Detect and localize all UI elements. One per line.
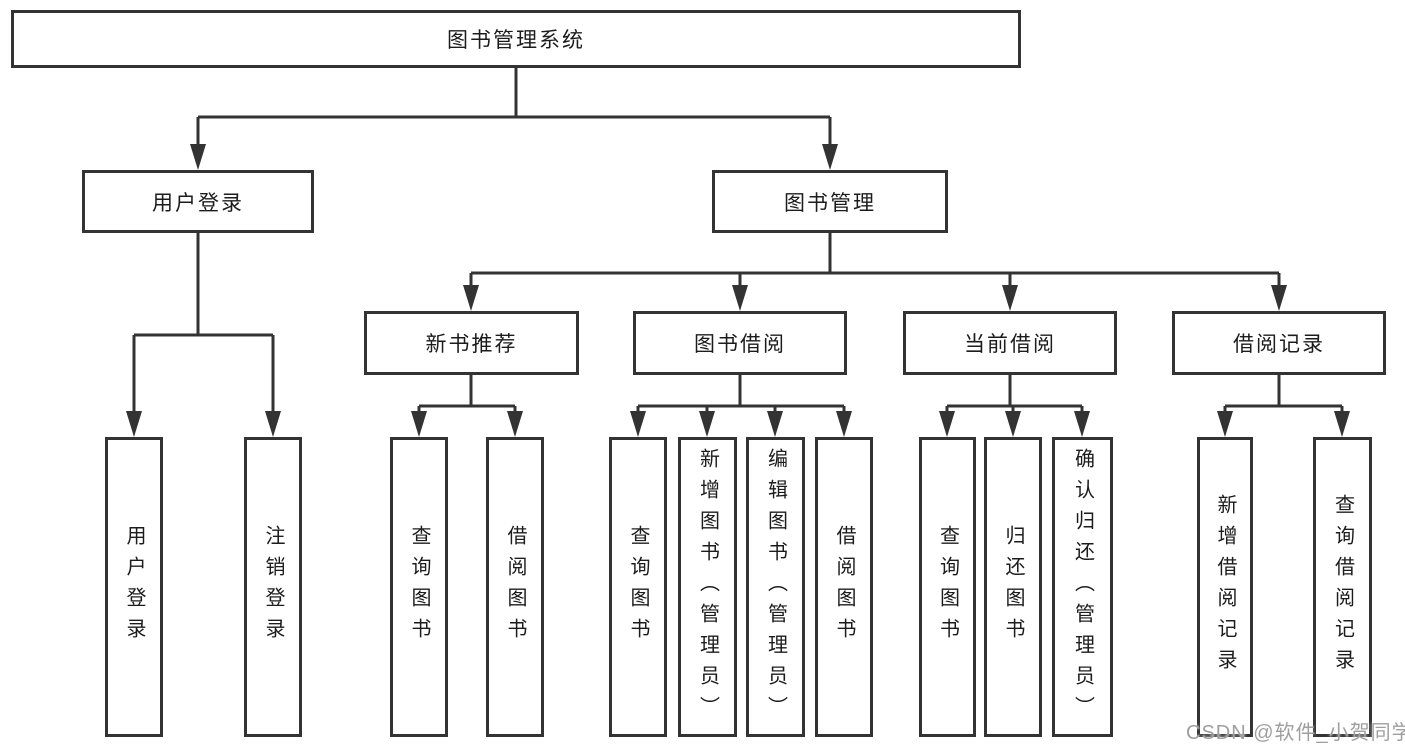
arrow-down-icon [1005,411,1021,437]
node-label: 确认归还（管理员） [1071,447,1094,727]
arrow-down-icon [265,411,281,437]
arrow-down-icon [1002,285,1018,311]
leaf-borrowing-edit-books-admin: 编辑图书（管理员） [746,437,805,737]
node-label: 查询图书 [627,525,649,649]
arrow-down-icon [630,411,646,437]
arrow-down-icon [411,411,427,437]
connector-book-borrowing-to-leaves [636,375,846,425]
leaf-current-query-books: 查询图书 [919,437,976,737]
leaf-current-return-books: 归还图书 [984,437,1042,737]
leaf-recommend-query-books: 查询图书 [390,437,448,737]
arrow-down-icon [699,411,715,437]
leaf-borrowing-add-books-admin: 新增图书（管理员） [678,437,737,737]
csdn-watermark: CSDN @软件_小贺同学 [1186,722,1405,744]
arrow-down-icon [732,285,748,311]
node-label: 当前借阅 [964,333,1056,356]
node-label: 新书推荐 [425,333,518,356]
node-label: 注销登录 [262,525,284,649]
leaf-borrowing-query-books: 查询图书 [609,437,667,737]
arrow-down-icon [836,411,852,437]
arrow-down-icon [507,411,523,437]
arrow-down-icon [1334,411,1350,437]
node-label: 用户登录 [123,525,145,649]
node-borrowing-records: 借阅记录 [1172,311,1386,375]
leaf-recommend-borrow-books: 借阅图书 [486,437,544,737]
leaf-borrowing-borrow-books: 借阅图书 [815,437,873,737]
connector-borrowing-records-to-leaves [1223,375,1344,425]
leaf-current-confirm-return-admin: 确认归还（管理员） [1052,437,1113,737]
arrow-down-icon [126,411,142,437]
node-label: 编辑图书（管理员） [764,447,787,727]
node-current-borrowing: 当前借阅 [903,311,1117,375]
arrow-down-icon [767,411,783,437]
leaf-user-login: 用户登录 [105,437,163,737]
node-label: 图书借阅 [694,333,786,356]
node-book-management: 图书管理 [712,170,948,233]
connector-book-management-to-level3 [469,233,1281,300]
node-label: 图书管理系统 [447,29,585,52]
node-book-borrowing: 图书借阅 [633,311,847,375]
node-label: 借阅图书 [504,525,526,649]
arrow-down-icon [190,144,206,170]
node-label: 新增图书（管理员） [696,447,719,727]
node-label: 借阅图书 [833,525,855,649]
arrowheads [126,144,1350,437]
arrow-down-icon [463,285,479,311]
leaf-logout: 注销登录 [244,437,302,737]
node-label: 查询借阅记录 [1331,494,1354,680]
node-new-book-recommend: 新书推荐 [364,311,579,375]
node-user-login: 用户登录 [82,170,314,233]
arrow-down-icon [822,144,838,170]
connector-user-login-to-leaves [132,233,275,425]
leaf-records-add-record: 新增借阅记录 [1197,437,1253,737]
arrow-down-icon [1271,285,1287,311]
arrow-down-icon [1074,411,1090,437]
node-label: 借阅记录 [1233,333,1325,356]
arrow-down-icon [939,411,955,437]
node-label: 归还图书 [1002,525,1024,649]
arrow-down-icon [1217,411,1233,437]
node-label: 查询图书 [408,525,430,649]
connector-root-to-level2 [196,68,832,152]
node-label: 图书管理 [784,191,876,215]
node-label: 查询图书 [936,525,959,649]
node-label: 新增借阅记录 [1214,494,1236,680]
leaf-records-query-record: 查询借阅记录 [1313,437,1372,737]
connector-new-book-recommend-to-leaves [417,375,517,425]
node-label: 用户登录 [152,191,244,215]
node-root-system: 图书管理系统 [11,10,1021,68]
